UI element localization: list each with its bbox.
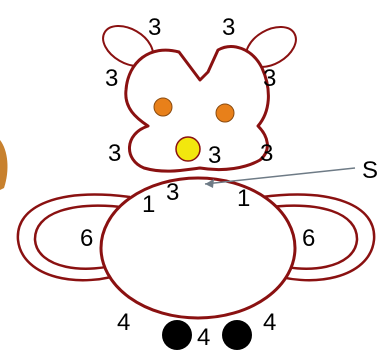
label-chin: 3 (166, 179, 179, 206)
label-head-upper-left: 3 (105, 65, 118, 92)
nose (176, 137, 200, 161)
label-right-ear: 3 (222, 14, 235, 41)
label-body-top-right: 1 (237, 185, 250, 212)
label-pointer-s: S (362, 157, 378, 184)
label-head-lower-right: 3 (260, 140, 273, 167)
stray-mark (0, 140, 7, 190)
label-head-upper-right: 3 (263, 65, 276, 92)
label-body-top-left: 1 (142, 191, 155, 218)
label-head-lower-left: 3 (108, 140, 121, 167)
right-eye (216, 104, 234, 122)
label-right-arm: 6 (302, 225, 315, 252)
left-foot (162, 320, 192, 350)
label-bottom-left: 4 (117, 309, 130, 336)
body (101, 178, 295, 318)
left-eye (154, 98, 172, 116)
label-bottom-center: 4 (197, 324, 210, 351)
label-left-ear: 3 (148, 14, 161, 41)
label-left-arm: 6 (80, 225, 93, 252)
right-foot (222, 320, 252, 350)
label-muzzle: 3 (208, 142, 221, 169)
label-bottom-right: 4 (263, 309, 276, 336)
